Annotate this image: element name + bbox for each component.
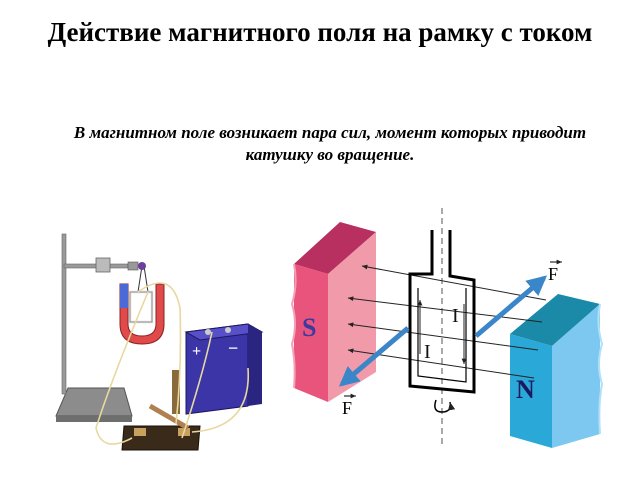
south-pole-magnet	[290, 222, 376, 402]
stand-rod	[61, 233, 67, 395]
svg-text:−: −	[228, 338, 238, 358]
pole-label-north: N	[516, 375, 535, 404]
force-arrow-bottom	[338, 326, 410, 387]
magnetic-field-diagram: S N I I F F	[290, 208, 604, 448]
force-label-bottom: F	[342, 398, 352, 418]
rotation-arrow-icon	[434, 399, 456, 413]
force-label-top: F	[548, 264, 558, 284]
slide-title: Действие магнитного поля на рамку с токо…	[47, 17, 593, 47]
current-label-left: I	[424, 341, 431, 363]
force-arrow-top	[474, 275, 548, 338]
pole-label-south: S	[302, 313, 316, 342]
current-label-right: I	[452, 305, 459, 327]
wire	[95, 291, 149, 445]
north-pole-magnet	[510, 294, 604, 448]
svg-text:+: +	[192, 343, 201, 360]
stand-base	[55, 387, 133, 417]
slide-subtitle: В магнитном поле возникает пара сил, мом…	[73, 123, 587, 164]
current-frame	[408, 230, 476, 394]
lab-apparatus-illustration: + −	[55, 233, 264, 451]
